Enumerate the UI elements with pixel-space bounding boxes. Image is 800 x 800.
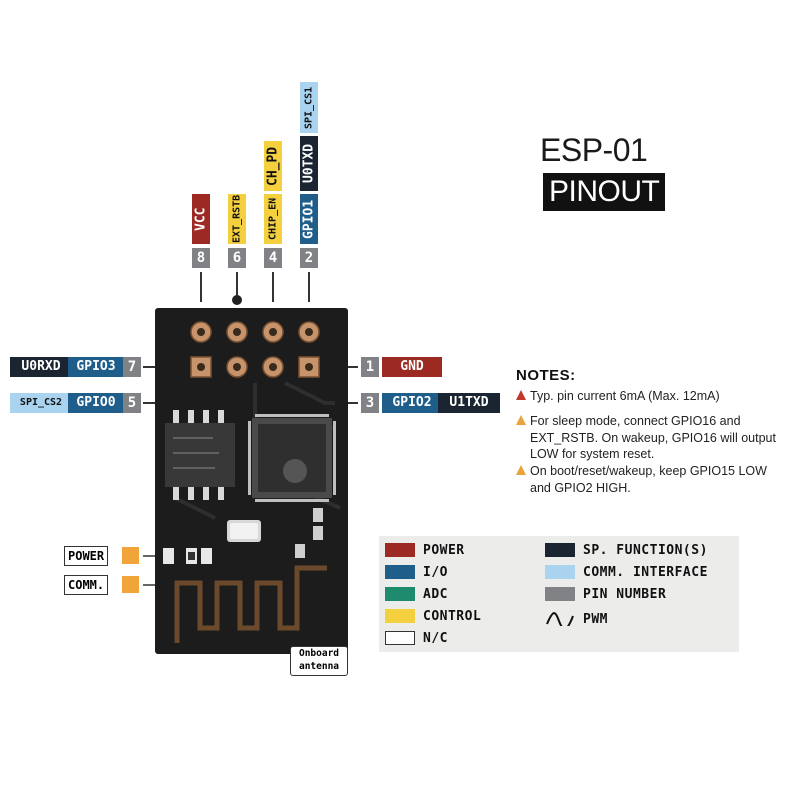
- legend-item-io: I/O: [385, 563, 448, 581]
- pin-label-ext-rstb: EXT_RSTB: [228, 194, 246, 244]
- pin-label-u0rxd: U0RXD: [10, 357, 72, 377]
- pin-number-8: 8: [192, 248, 210, 268]
- pin-number-5: 5: [123, 393, 141, 413]
- pin-number-4: 4: [264, 248, 282, 268]
- legend: POWER SP. FUNCTION(S) I/O COMM. INTERFAC…: [379, 536, 739, 652]
- note-3: On boot/reset/wakeup, keep GPIO15 LOW an…: [516, 463, 791, 496]
- pin-label-spi-cs1: SPI_CS1: [300, 82, 318, 133]
- pin-label-gpio3: GPIO3: [68, 357, 124, 377]
- pin-label-gpio0: GPIO0: [68, 393, 124, 413]
- pin-label-gnd: GND: [382, 357, 442, 377]
- notes-title: NOTES:: [516, 367, 576, 384]
- legend-item-nc: N/C: [385, 629, 448, 647]
- pin-label-u1txd: U1TXD: [438, 393, 500, 413]
- pwm-wave-icon: [546, 612, 574, 626]
- pin-number-7: 7: [123, 357, 141, 377]
- power-led-swatch: [122, 547, 139, 564]
- legend-item-adc: ADC: [385, 585, 448, 603]
- antenna-label: Onboard antenna: [290, 646, 348, 676]
- comm-led-swatch: [122, 576, 139, 593]
- warning-orange-icon: [516, 413, 530, 430]
- legend-item-control: CONTROL: [385, 607, 481, 625]
- note-1: Typ. pin current 6mA (Max. 12mA): [516, 388, 791, 405]
- legend-item-pin-number: PIN NUMBER: [545, 585, 666, 603]
- pin-number-6: 6: [228, 248, 246, 268]
- pin-label-vcc: VCC: [192, 194, 210, 244]
- pin-label-u0txd: U0TXD: [300, 136, 318, 191]
- board-graphics: [163, 321, 341, 643]
- legend-item-power: POWER: [385, 541, 465, 559]
- note-2: For sleep mode, connect GPIO16 and EXT_R…: [516, 413, 791, 463]
- pin-label-chip-en: CHIP_EN: [264, 194, 282, 244]
- legend-item-pwm: PWM: [545, 610, 608, 628]
- pin-label-spi-cs2: SPI_CS2: [10, 393, 72, 413]
- power-led-label: POWER: [64, 546, 109, 566]
- comm-led-label: COMM.: [64, 575, 109, 595]
- pin-label-gpio2: GPIO2: [382, 393, 442, 413]
- pin-label-gpio1: GPIO1: [300, 194, 318, 244]
- pin-label-ch-pd: CH_PD: [264, 141, 282, 191]
- pin-number-1: 1: [361, 357, 379, 377]
- subtitle: PINOUT: [543, 173, 666, 211]
- title: ESP-01: [540, 132, 648, 168]
- pin-number-3: 3: [361, 393, 379, 413]
- pin-number-2: 2: [300, 248, 318, 268]
- warning-red-icon: [516, 388, 530, 405]
- legend-item-sp-function: SP. FUNCTION(S): [545, 541, 708, 559]
- warning-orange-icon: [516, 463, 530, 480]
- legend-item-comm-interface: COMM. INTERFACE: [545, 563, 708, 581]
